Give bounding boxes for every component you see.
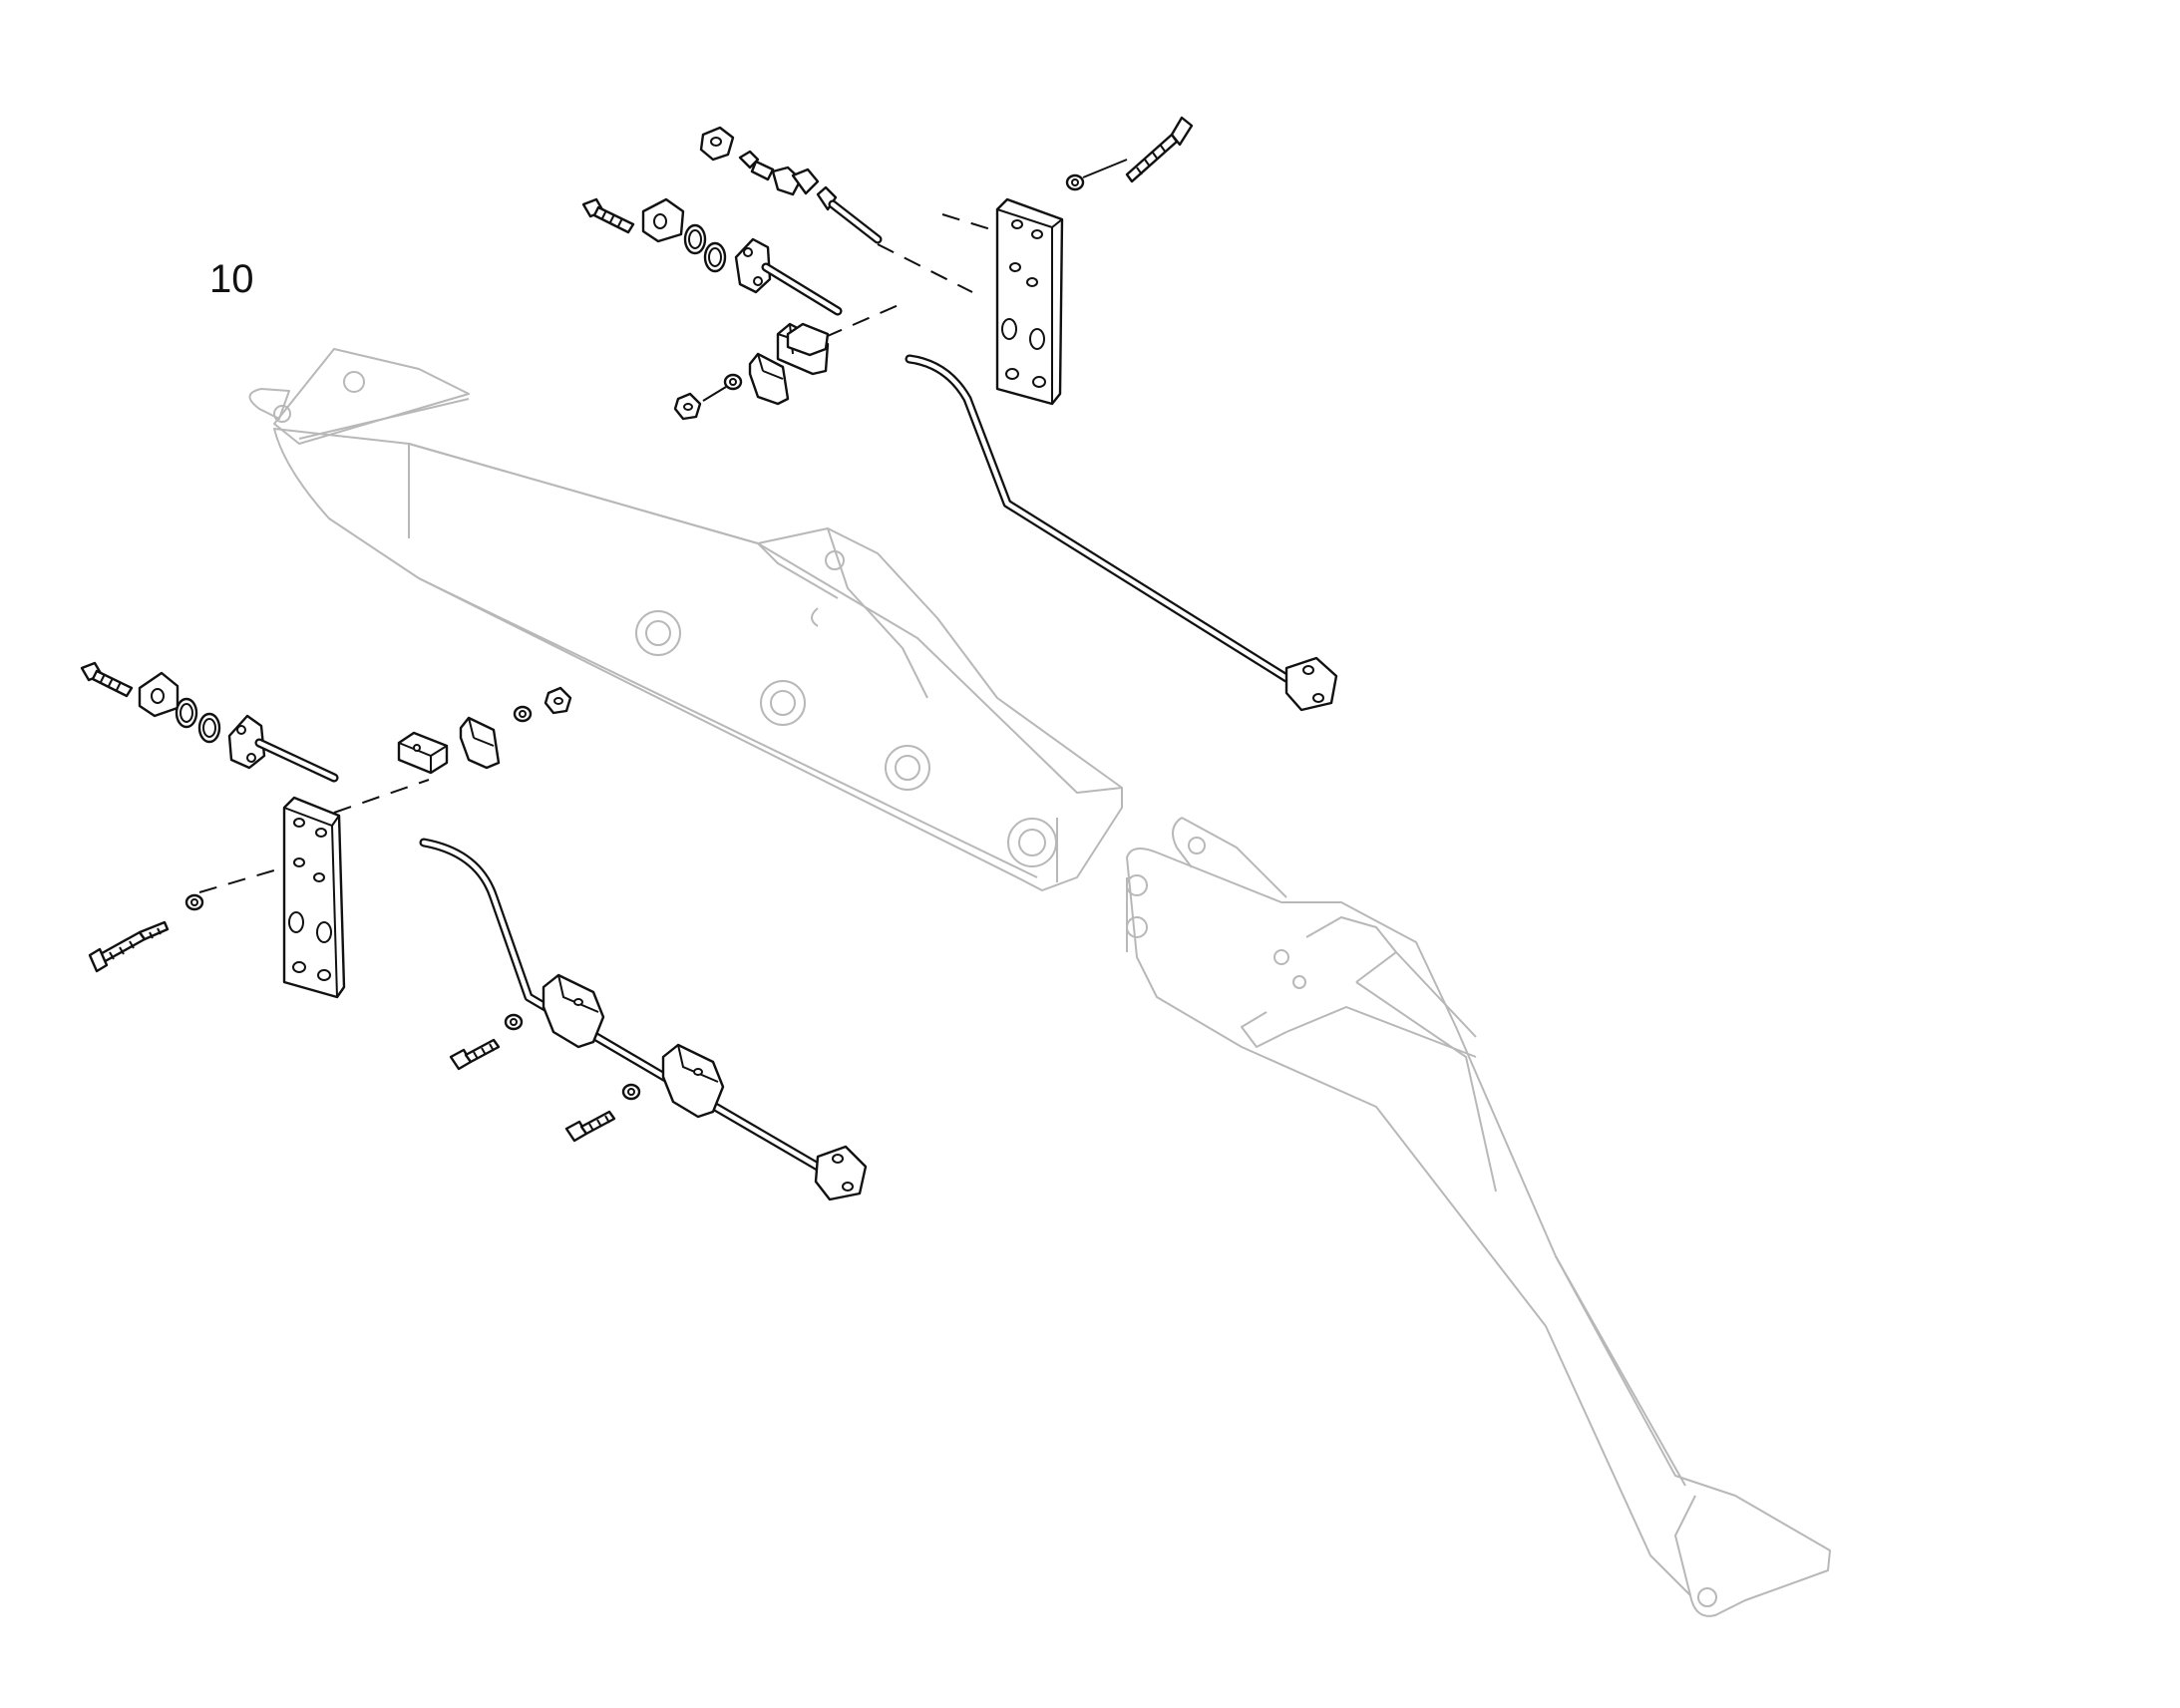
lower-flange-bolt [80,661,134,698]
lower-clamp-bolt-2 [564,1110,616,1143]
upper-o-ring-2 [703,241,727,273]
upper-split-flange [641,197,685,243]
lower-left-clamp [459,716,501,770]
lower-clamp-washer-1 [504,1013,524,1031]
upper-cap-nut [699,126,735,162]
upper-assembly [581,116,1338,712]
lower-pipe-clamp-2 [661,1043,725,1119]
lower-clamp-washer-2 [621,1083,641,1101]
lower-assembly [80,661,868,1201]
upper-clamp-nut [673,392,702,421]
upper-mounting-plate [995,197,1064,406]
upper-fitting-small [738,150,775,181]
lower-washer [184,893,204,911]
upper-o-ring-1 [683,223,707,255]
lower-clamp-block [397,731,449,775]
figure-number: 10 [209,257,254,301]
lower-split-flange [138,671,180,718]
arm-outline [1126,817,1831,1617]
lower-long-bolt [88,920,170,973]
boom-outline [248,348,1123,891]
upper-clamp-body [748,352,790,406]
lower-clamp-nut-top [544,686,572,715]
upper-flange-head [734,237,843,316]
lower-clamp-washer-top [513,705,533,723]
upper-flange-bolt [581,197,635,234]
upper-fitting-union [771,166,820,196]
upper-pipe-stub [816,185,883,244]
lower-mounting-plate [282,796,346,999]
lower-o-ring-1 [175,697,198,729]
lower-flange-head [227,714,339,783]
upper-long-bolt [1125,116,1194,183]
lower-o-ring-2 [197,712,221,744]
upper-clamp-washer [723,373,743,391]
lower-pipe-clamp-1 [542,973,605,1049]
upper-washer [1065,173,1085,191]
upper-clamp-block [786,322,830,357]
upper-hydraulic-pipe [905,354,1338,712]
lower-clamp-bolt-1 [449,1038,501,1071]
lower-hydraulic-pipe [419,838,868,1201]
